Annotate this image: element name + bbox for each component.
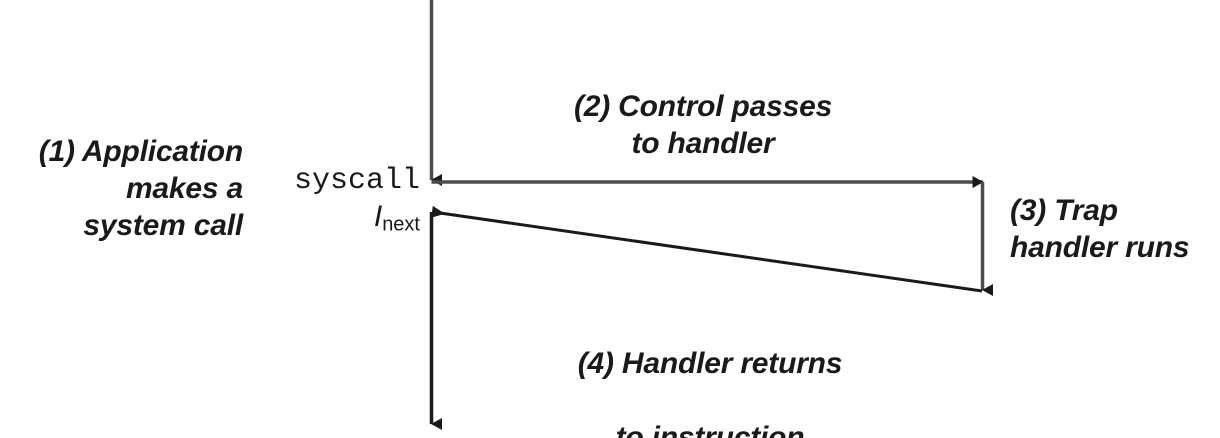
label-i-next-subscript: next [382, 213, 420, 236]
annotation-step-1: (1) Application makes a system call [38, 135, 243, 242]
annotation-step-2: (2) Control passes to handler [573, 90, 833, 160]
label-i-next-base: I [373, 200, 383, 233]
label-i-next: Inext [265, 200, 420, 236]
edge-handler-return [431, 205, 983, 293]
annotation-step-4: (4) Handler returns to instruction follo… [500, 308, 920, 438]
annotation-step-4-line-2: to instruction [615, 421, 805, 438]
label-syscall-instruction: syscall [293, 164, 420, 198]
annotation-step-4-line-1: (4) Handler returns [577, 347, 843, 380]
annotation-step-3: (3) Trap handler runs [1010, 194, 1190, 264]
